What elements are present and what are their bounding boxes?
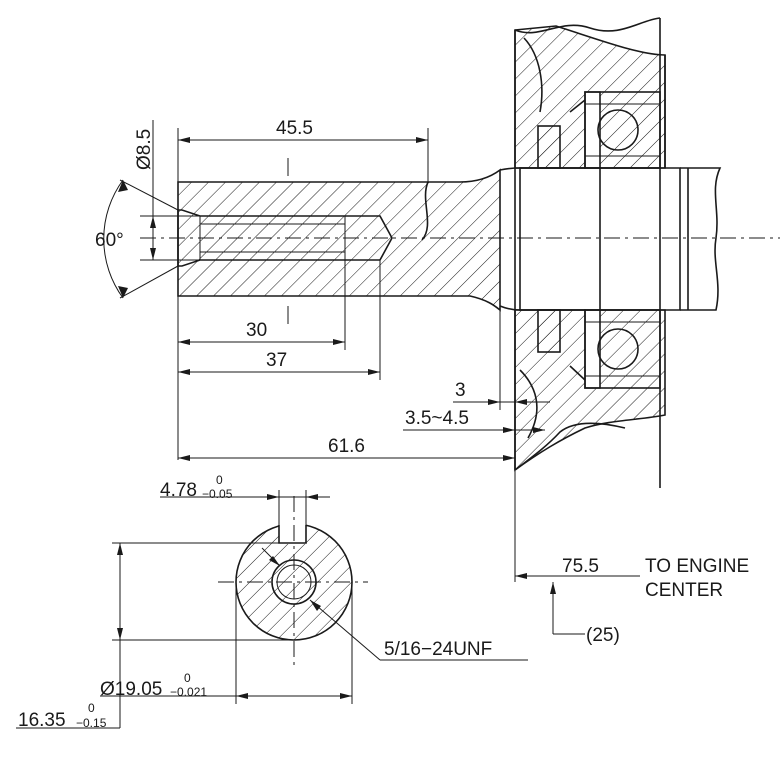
- dim-dia-8-5-label: Ø8.5: [134, 129, 155, 170]
- dimension-3: [453, 310, 550, 410]
- dim-key-width-lower-tol: −0.05: [202, 487, 233, 501]
- dimension-3-5-4-5: [403, 427, 545, 433]
- dim-30-label: 30: [246, 320, 267, 341]
- dim-key-depth-lower-tol: −0.15: [76, 716, 107, 730]
- dimension-25: [550, 582, 585, 635]
- dimension-60-deg: [103, 179, 179, 299]
- note-to-engine: TO ENGINE: [645, 556, 749, 577]
- dim-shaft-dia-upper-tol: 0: [184, 671, 191, 685]
- note-center: CENTER: [645, 580, 723, 601]
- dim-37-label: 37: [266, 350, 287, 371]
- dim-key-depth-label: 16.35: [18, 710, 66, 731]
- dim-61-6-label: 61.6: [328, 436, 365, 457]
- dim-shaft-dia-lower-tol: −0.021: [170, 685, 207, 699]
- dim-3-5-4-5-label: 3.5~4.5: [405, 408, 469, 429]
- dimension-61-6: [178, 455, 516, 582]
- dim-60-label: 60°: [95, 230, 124, 251]
- dimension-thread-leader: [261, 547, 528, 661]
- dimension-key-width: [160, 490, 330, 530]
- dim-shaft-dia-label: Ø19.05: [100, 679, 162, 700]
- dim-key-width-label: 4.78: [160, 480, 197, 501]
- dimension-dia-8-5: [140, 120, 200, 261]
- dim-25-label: (25): [586, 625, 620, 646]
- engine-housing: [514, 17, 666, 488]
- dim-key-width-upper-tol: 0: [216, 473, 223, 487]
- dim-thread-label: 5/16−24UNF: [384, 639, 492, 660]
- dim-75-5-label: 75.5: [562, 556, 599, 577]
- shaft-end-view: [218, 496, 368, 668]
- dimension-75-5: [515, 573, 640, 579]
- dimension-key-depth: [16, 542, 294, 729]
- dimension-37: [178, 260, 381, 380]
- dim-key-depth-upper-tol: 0: [88, 701, 95, 715]
- oil-seal: [537, 99, 586, 381]
- dimension-45-5: [177, 128, 429, 182]
- dim-45-5-label: 45.5: [276, 118, 313, 139]
- shaft-side-view: [177, 158, 722, 324]
- dim-3-label: 3: [455, 380, 466, 401]
- dimension-30: [177, 260, 346, 460]
- dimension-shaft-dia: [100, 582, 353, 704]
